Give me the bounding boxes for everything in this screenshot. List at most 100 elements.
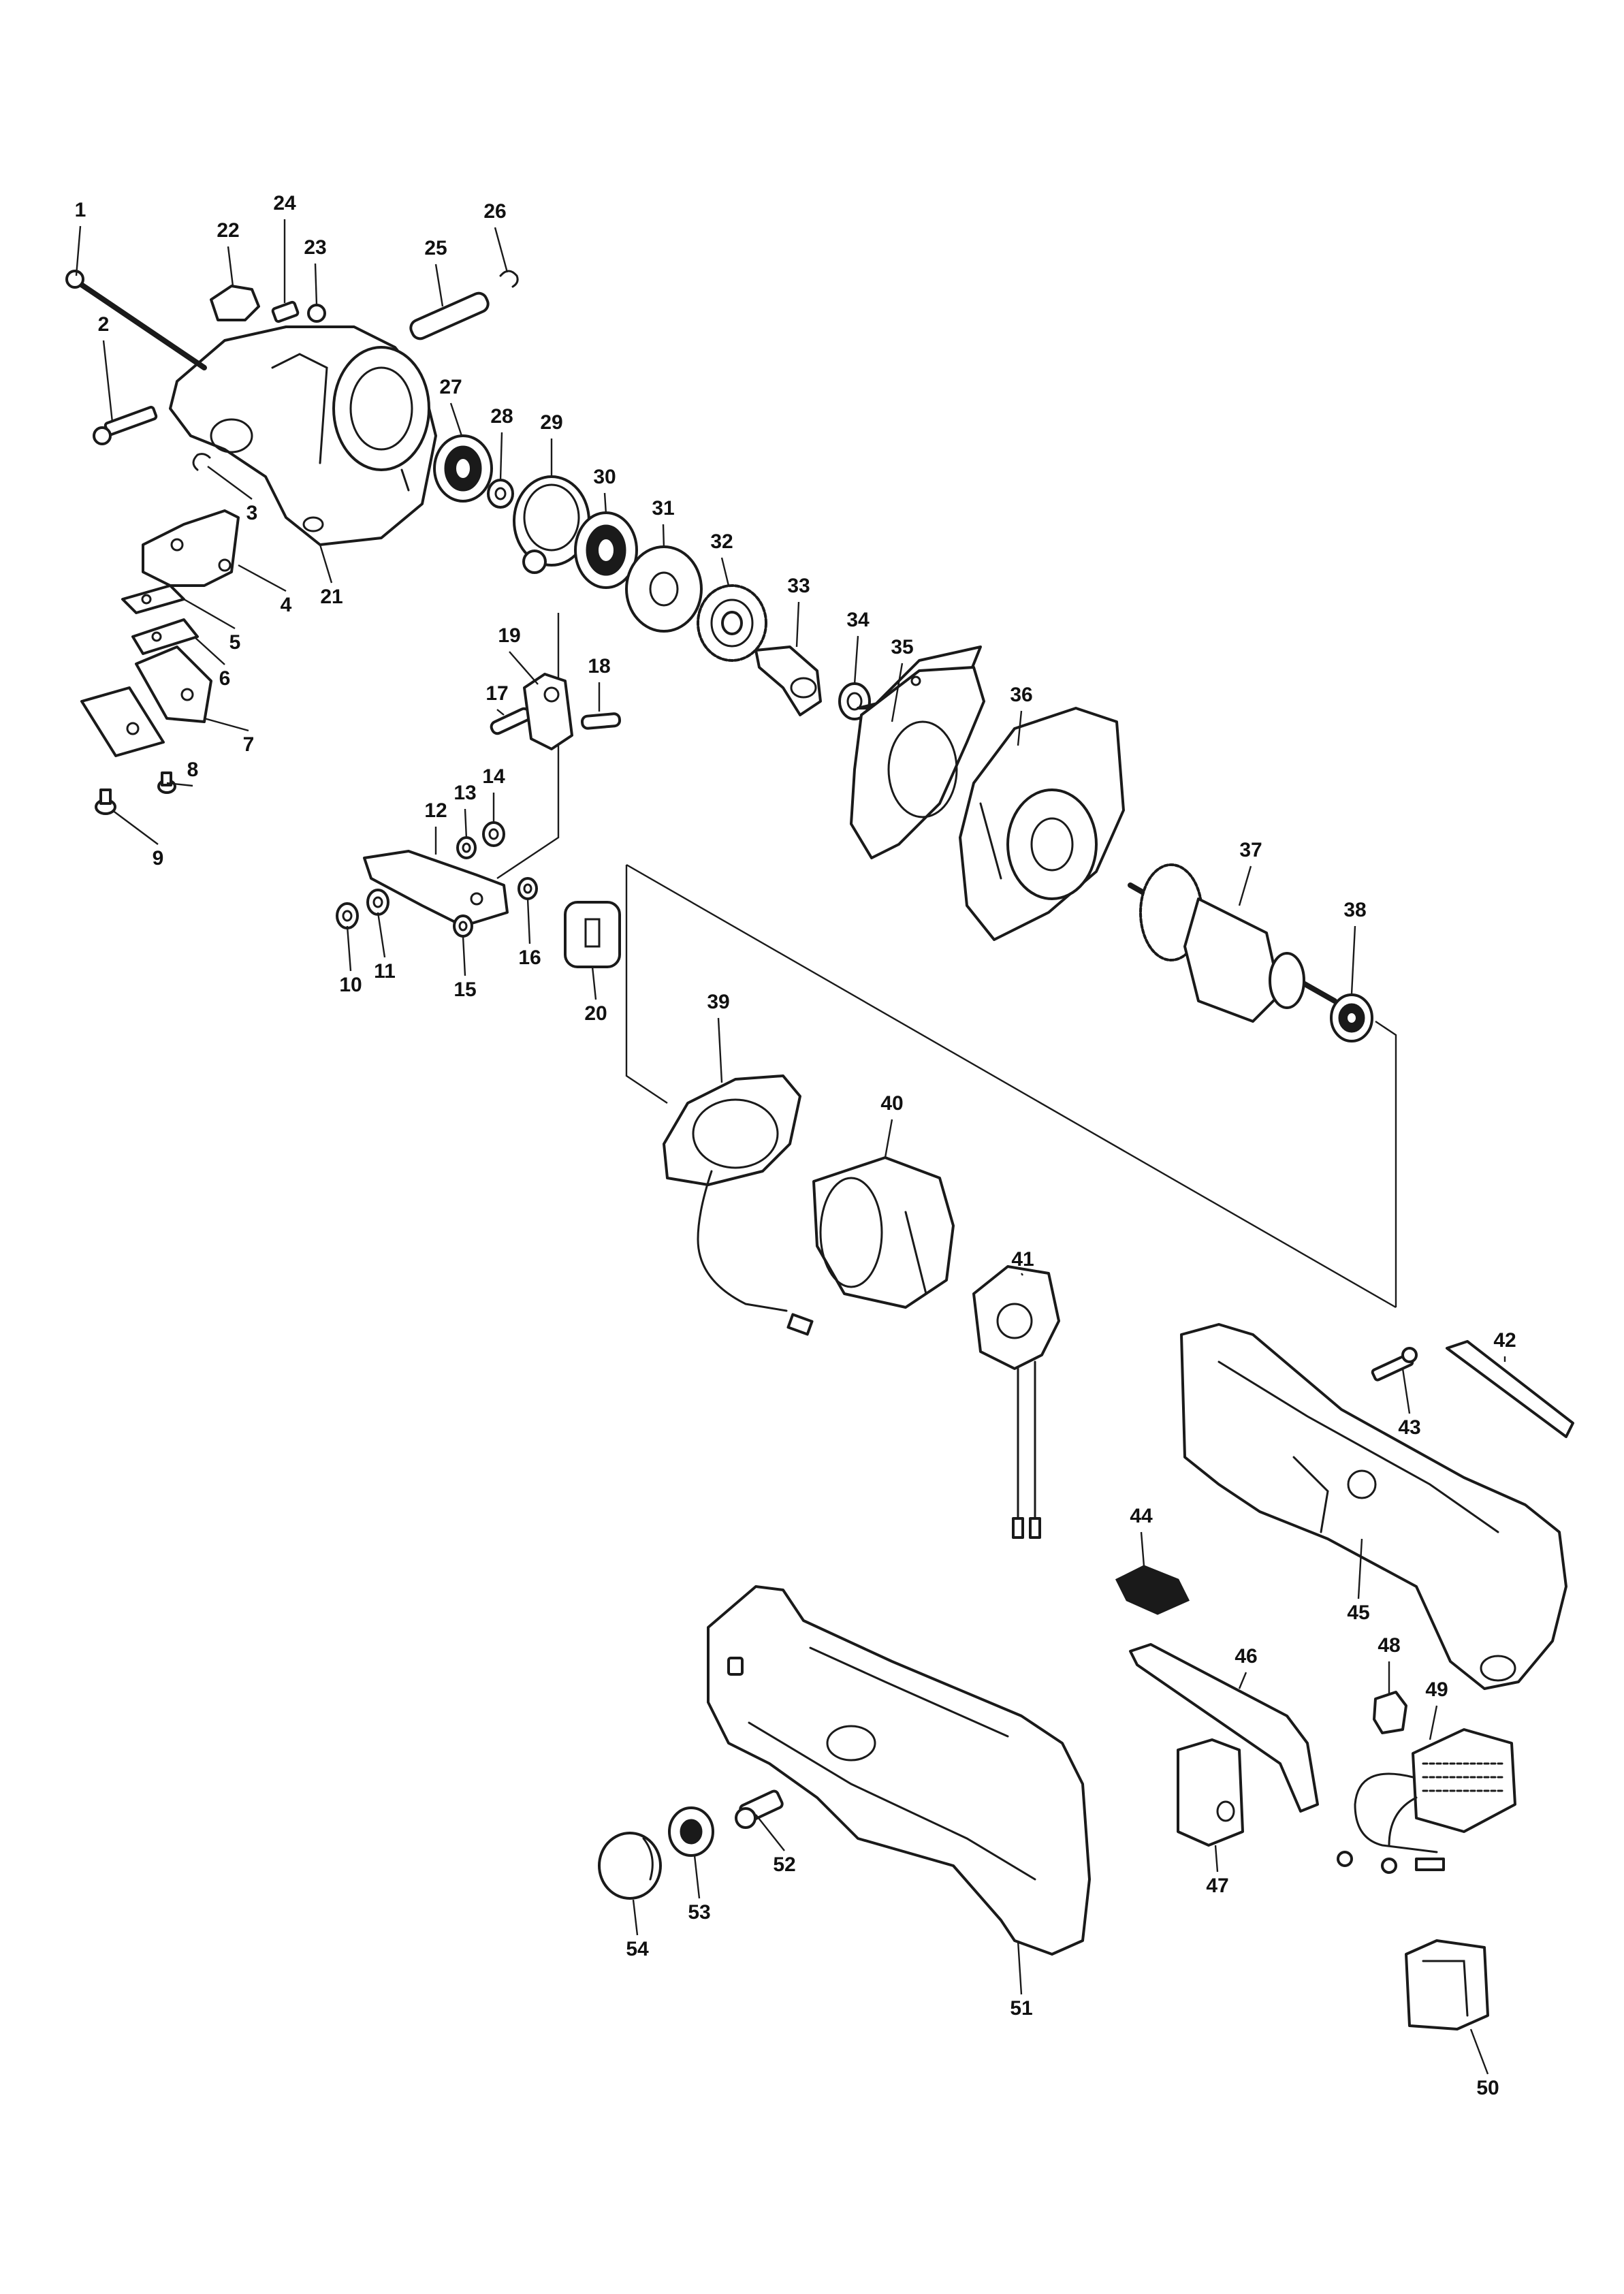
callout-19: 19 — [498, 624, 520, 647]
ring-53 — [668, 1806, 714, 1857]
callout-43: 43 — [1398, 1416, 1420, 1439]
callout-5: 5 — [229, 631, 241, 654]
screw-2 — [93, 406, 158, 445]
brush-holder-41 — [972, 1265, 1060, 1539]
callout-6: 6 — [219, 667, 231, 690]
callout-leader-30 — [603, 492, 607, 515]
callout-15: 15 — [453, 978, 476, 1001]
label-42 — [1446, 1340, 1574, 1438]
callout-41: 41 — [1011, 1248, 1034, 1271]
set-screw-24 — [271, 300, 300, 323]
callout-leader-34 — [853, 635, 859, 685]
callout-leader-32 — [720, 557, 730, 586]
washer-16 — [518, 877, 538, 900]
callout-38: 38 — [1343, 899, 1366, 921]
callout-18: 18 — [588, 655, 610, 678]
callout-leader-4 — [238, 564, 287, 592]
callout-leader-2 — [102, 340, 114, 423]
bearing-27 — [433, 434, 493, 503]
callout-12: 12 — [424, 799, 447, 822]
gear-32 — [697, 584, 767, 662]
callout-40: 40 — [880, 1092, 903, 1115]
callout-leader-17 — [496, 709, 505, 716]
callout-leader-15 — [462, 936, 466, 976]
retaining-ring-26 — [499, 270, 519, 288]
callout-leader-21 — [319, 544, 333, 584]
bracket-19 — [523, 673, 573, 750]
callout-leader-47 — [1214, 1845, 1219, 1873]
callout-42: 42 — [1493, 1329, 1516, 1352]
plate-7 — [135, 646, 212, 723]
callout-leader-36 — [1017, 710, 1023, 746]
callout-leader-53 — [693, 1855, 701, 1899]
callout-44: 44 — [1130, 1505, 1153, 1527]
plate-5 — [121, 584, 185, 614]
bushing-20 — [564, 901, 621, 968]
plate-6 — [131, 618, 199, 655]
callout-3: 3 — [246, 502, 258, 524]
nut-23 — [307, 304, 326, 323]
callout-leader-8 — [166, 782, 193, 787]
callout-leader-39 — [717, 1017, 723, 1083]
callout-45: 45 — [1347, 1602, 1369, 1624]
callout-50: 50 — [1476, 2077, 1499, 2099]
callout-leader-28 — [499, 432, 503, 481]
plate-4 — [142, 509, 240, 587]
housing-45 — [1180, 1323, 1567, 1690]
callout-31: 31 — [652, 497, 674, 520]
callout-22: 22 — [217, 219, 239, 242]
callout-leader-54 — [632, 1899, 639, 1936]
washer-28 — [487, 479, 514, 509]
callout-leader-35 — [891, 663, 904, 722]
callout-leader-46 — [1238, 1672, 1247, 1689]
callout-46: 46 — [1235, 1645, 1257, 1668]
callout-leader-40 — [884, 1119, 893, 1158]
bolt-1 — [65, 270, 207, 370]
washer-11 — [366, 889, 389, 916]
lever-46 — [1129, 1643, 1319, 1813]
callout-49: 49 — [1425, 1678, 1448, 1701]
callout-53: 53 — [688, 1901, 710, 1924]
callout-leader-52 — [755, 1814, 785, 1851]
callout-leader-43 — [1401, 1368, 1411, 1414]
terminal-50 — [1405, 1939, 1489, 2030]
callout-leader-44 — [1140, 1531, 1145, 1567]
cap-54 — [598, 1832, 662, 1900]
callout-39: 39 — [707, 991, 729, 1013]
callout-9: 9 — [153, 847, 164, 870]
callout-30: 30 — [593, 466, 616, 488]
washer-13 — [456, 836, 477, 859]
callout-52: 52 — [773, 1853, 795, 1876]
callout-23: 23 — [304, 236, 326, 259]
washer-31 — [625, 545, 703, 633]
screw-52 — [735, 1789, 784, 1829]
callout-leader-1 — [75, 225, 82, 276]
callout-leader-38 — [1350, 925, 1356, 995]
callout-2: 2 — [98, 313, 110, 336]
callout-11: 11 — [374, 960, 396, 983]
pin-17 — [490, 707, 532, 735]
callout-leader-16 — [526, 898, 531, 944]
housing-51 — [707, 1585, 1091, 1956]
callout-36: 36 — [1010, 684, 1032, 706]
gasket-35 — [850, 646, 985, 859]
callout-leader-13 — [464, 808, 468, 840]
callout-leader-41 — [1021, 1273, 1023, 1276]
callout-leader-26 — [494, 227, 509, 273]
callout-leader-5 — [183, 598, 236, 630]
callout-labels: 1234567891011121314151617181920212223242… — [75, 192, 1516, 2099]
trigger-44 — [1115, 1565, 1190, 1615]
callout-leader-11 — [377, 912, 386, 958]
callout-32: 32 — [710, 530, 733, 553]
screw-9 — [95, 771, 176, 815]
callout-48: 48 — [1378, 1634, 1400, 1657]
plate-8 — [80, 686, 165, 757]
callout-24: 24 — [273, 192, 296, 214]
callout-leader-23 — [314, 263, 318, 306]
ring-14 — [482, 821, 505, 847]
callout-leader-19 — [509, 651, 539, 685]
bearing-30 — [574, 511, 638, 589]
callout-17: 17 — [485, 682, 508, 705]
callout-leader-7 — [204, 717, 249, 732]
